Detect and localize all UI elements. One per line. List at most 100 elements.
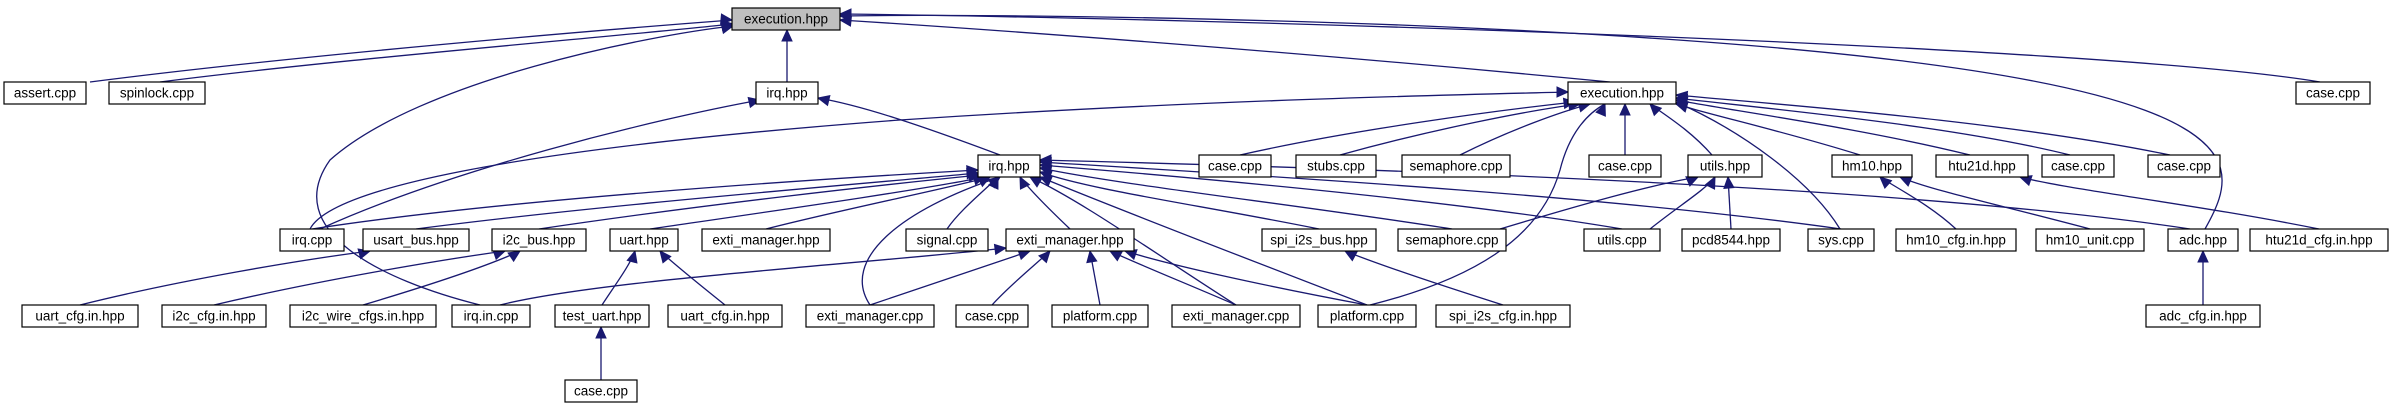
include-edge	[1649, 175, 1716, 230]
node-assert-cpp[interactable]: assert.cpp	[3, 81, 87, 105]
node-sys-cpp[interactable]: sys.cpp	[1807, 228, 1875, 252]
svg-text:uart_cfg.in.hpp: uart_cfg.in.hpp	[35, 309, 124, 324]
node-htu21d-hpp[interactable]: htu21d.hpp	[1935, 154, 2029, 178]
node-uart-hpp[interactable]: uart.hpp	[609, 228, 679, 252]
include-edge	[869, 249, 1032, 306]
node-usart-bus-hpp[interactable]: usart_bus.hpp	[362, 228, 470, 252]
node-semaphore-cpp-lower[interactable]: semaphore.cpp	[1397, 228, 1507, 252]
svg-text:exti_manager.cpp: exti_manager.cpp	[1183, 309, 1290, 324]
include-edge	[946, 175, 999, 230]
svg-text:adc.hpp: adc.hpp	[2179, 233, 2227, 248]
svg-text:test_uart.hpp: test_uart.hpp	[563, 309, 642, 324]
node-htu21d-cfg-in-hpp[interactable]: htu21d_cfg.in.hpp	[2249, 228, 2389, 252]
svg-text:utils.cpp: utils.cpp	[1597, 233, 1647, 248]
svg-text:execution.hpp: execution.hpp	[1580, 86, 1664, 101]
node-platform-cpp-b[interactable]: platform.cpp	[1317, 304, 1417, 328]
svg-text:stubs.cpp: stubs.cpp	[1307, 159, 1365, 174]
arrowhead	[507, 250, 522, 263]
arrowhead	[1879, 176, 1893, 189]
include-edge	[319, 96, 762, 230]
node-i2c-cfg-in-hpp[interactable]: i2c_cfg.in.hpp	[161, 304, 267, 328]
node-spinlock-cpp[interactable]: spinlock.cpp	[108, 81, 206, 105]
node-exti-manager-cpp-b[interactable]: exti_manager.cpp	[1171, 304, 1301, 328]
node-case-cpp-a[interactable]: case.cpp	[1198, 154, 1272, 178]
svg-text:i2c_bus.hpp: i2c_bus.hpp	[503, 233, 576, 248]
svg-text:hm10_cfg.in.hpp: hm10_cfg.in.hpp	[1906, 233, 2006, 248]
arrowhead	[816, 95, 831, 107]
node-exti-manager-hpp-a[interactable]: exti_manager.hpp	[701, 228, 831, 252]
include-edge	[1674, 90, 2171, 156]
node-irq-in-cpp[interactable]: irq.in.cpp	[451, 304, 531, 328]
include-edge	[79, 248, 372, 306]
svg-text:platform.cpp: platform.cpp	[1330, 309, 1404, 324]
node-irq-hpp-lower[interactable]: irq.hpp	[977, 154, 1041, 178]
svg-text:irq.in.cpp: irq.in.cpp	[464, 309, 519, 324]
node-irq-cpp[interactable]: irq.cpp	[279, 228, 345, 252]
svg-text:pcd8544.hpp: pcd8544.hpp	[1692, 233, 1770, 248]
arrowhead	[1619, 102, 1631, 116]
include-edge	[659, 250, 726, 306]
node-i2c-bus-hpp[interactable]: i2c_bus.hpp	[491, 228, 587, 252]
svg-text:adc_cfg.in.hpp: adc_cfg.in.hpp	[2159, 309, 2247, 324]
node-hm10-hpp[interactable]: hm10.hpp	[1831, 154, 1913, 178]
node-signal-cpp[interactable]: signal.cpp	[905, 228, 989, 252]
include-edge	[2197, 249, 2209, 305]
node-semaphore-cpp-upper[interactable]: semaphore.cpp	[1401, 154, 1511, 178]
include-edge	[538, 170, 982, 230]
include-edge	[159, 19, 735, 83]
node-adc-cfg-in-hpp[interactable]: adc_cfg.in.hpp	[2145, 304, 2261, 328]
node-hm10-cfg-in-hpp[interactable]: hm10_cfg.in.hpp	[1895, 228, 2017, 252]
svg-text:exti_manager.cpp: exti_manager.cpp	[817, 309, 924, 324]
node-uart-cfg-in-hpp-a[interactable]: uart_cfg.in.hpp	[21, 304, 139, 328]
node-test-uart-hpp[interactable]: test_uart.hpp	[554, 304, 650, 328]
svg-text:assert.cpp: assert.cpp	[14, 86, 76, 101]
node-exti-manager-cpp-a[interactable]: exti_manager.cpp	[805, 304, 935, 328]
node-utils-cpp[interactable]: utils.cpp	[1583, 228, 1661, 252]
include-edge	[316, 22, 735, 306]
node-pcd8544-hpp[interactable]: pcd8544.hpp	[1681, 228, 1781, 252]
svg-text:case.cpp: case.cpp	[574, 384, 628, 399]
node-case-cpp-c[interactable]: case.cpp	[2041, 154, 2115, 178]
arrowhead	[1038, 250, 1051, 264]
node-case-cpp-b[interactable]: case.cpp	[1588, 154, 1662, 178]
svg-text:case.cpp: case.cpp	[2157, 159, 2211, 174]
node-case-cpp-e[interactable]: case.cpp	[955, 304, 1029, 328]
svg-text:usart_bus.hpp: usart_bus.hpp	[373, 233, 459, 248]
arrowhead	[1674, 101, 1689, 112]
node-execution-hpp-root[interactable]: execution.hpp	[731, 7, 841, 31]
node-spi-i2s-bus-hpp[interactable]: spi_i2s_bus.hpp	[1261, 228, 1377, 252]
node-irq-hpp-upper[interactable]: irq.hpp	[755, 81, 819, 105]
svg-text:spi_i2s_cfg.in.hpp: spi_i2s_cfg.in.hpp	[1449, 309, 1557, 324]
node-stubs-cpp[interactable]: stubs.cpp	[1295, 154, 1377, 178]
node-case-cpp-d[interactable]: case.cpp	[2147, 154, 2221, 178]
svg-text:irq.hpp: irq.hpp	[988, 159, 1029, 174]
include-edge	[765, 176, 992, 230]
include-edge	[595, 325, 607, 380]
svg-text:irq.cpp: irq.cpp	[292, 233, 333, 248]
node-case-cpp-f[interactable]: case.cpp	[564, 379, 638, 403]
svg-text:platform.cpp: platform.cpp	[1063, 309, 1137, 324]
include-edge	[1038, 154, 2191, 230]
svg-text:execution.hpp: execution.hpp	[744, 12, 828, 27]
node-hm10-unit-cpp[interactable]: hm10_unit.cpp	[2035, 228, 2145, 252]
node-execution-hpp-secondary[interactable]: execution.hpp	[1567, 81, 1677, 105]
node-utils-hpp[interactable]: utils.hpp	[1687, 154, 1763, 178]
arrowhead	[1674, 90, 1689, 103]
include-edge	[2018, 175, 2320, 230]
node-platform-cpp-a[interactable]: platform.cpp	[1051, 304, 1149, 328]
svg-text:signal.cpp: signal.cpp	[917, 233, 978, 248]
svg-text:htu21d_cfg.in.hpp: htu21d_cfg.in.hpp	[2265, 233, 2372, 248]
include-edge	[1674, 101, 1841, 230]
node-uart-cfg-in-hpp-b[interactable]: uart_cfg.in.hpp	[667, 304, 783, 328]
node-case-cpp-right[interactable]: case.cpp	[2295, 81, 2371, 105]
node-adc-hpp[interactable]: adc.hpp	[2167, 228, 2239, 252]
node-i2c-wire-cfgs-in-hpp[interactable]: i2c_wire_cfgs.in.hpp	[289, 304, 437, 328]
arrowhead	[1086, 249, 1098, 264]
include-edge	[601, 249, 638, 306]
node-spi-i2s-cfg-in-hpp[interactable]: spi_i2s_cfg.in.hpp	[1435, 304, 1571, 328]
include-edge	[213, 249, 507, 306]
include-edge	[1499, 176, 1700, 230]
node-exti-manager-hpp-b[interactable]: exti_manager.hpp	[1005, 228, 1135, 252]
include-edge	[1343, 250, 1504, 306]
